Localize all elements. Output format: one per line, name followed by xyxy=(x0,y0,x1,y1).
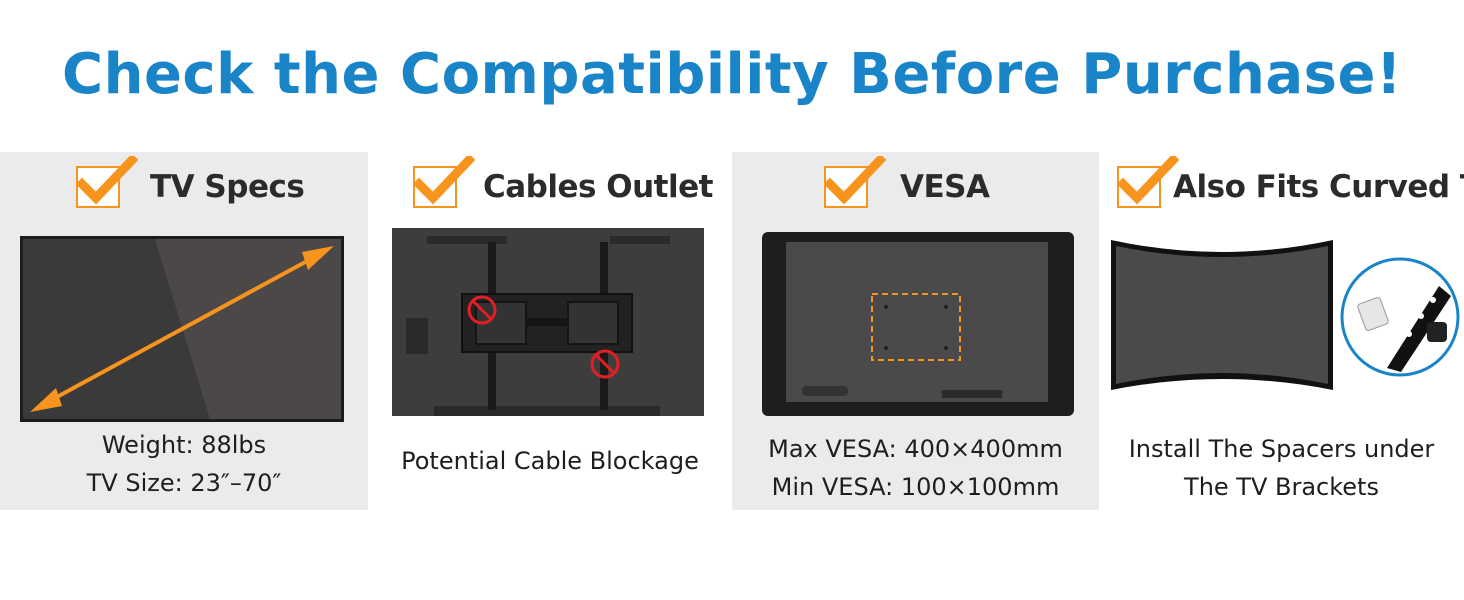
spacer-instruction-line1: Install The Spacers under xyxy=(1128,435,1435,463)
tv-weight-text: Weight: 88lbs xyxy=(101,431,267,459)
tv-size-text: TV Size: 23″–70″ xyxy=(86,469,282,497)
checkmark-icon xyxy=(1117,156,1179,208)
cables-outlet-panel: Cables Outlet Potential Cable Blockage xyxy=(368,152,732,510)
curved-tv-panel: Also Fits Curved TV Install The Spacers … xyxy=(1099,152,1464,510)
checkmark-icon xyxy=(413,156,475,208)
checkmark-icon xyxy=(824,156,886,208)
curved-tv-illustration xyxy=(1111,240,1333,390)
panel-title: Also Fits Curved TV xyxy=(1173,169,1464,205)
tv-vesa-pattern-illustration xyxy=(762,232,1074,416)
panel-title: Cables Outlet xyxy=(483,169,713,205)
tv-diagonal-illustration xyxy=(20,236,344,422)
tv-specs-panel: TV Specs Weight: 88lbs TV Size: 23″–70″ xyxy=(0,152,368,510)
spacer-instruction-line2: The TV Brackets xyxy=(1184,473,1379,501)
max-vesa-text: Max VESA: 400×400mm xyxy=(768,435,1063,463)
page-headline: Check the Compatibility Before Purchase! xyxy=(61,42,1403,107)
min-vesa-text: Min VESA: 100×100mm xyxy=(771,473,1060,501)
vesa-panel: VESA Max VESA: 400×400mm Min VESA: 100×1… xyxy=(732,152,1099,510)
cable-blockage-text: Potential Cable Blockage xyxy=(401,447,699,475)
checkmark-icon xyxy=(76,156,138,208)
spacer-closeup-icon xyxy=(1340,257,1460,377)
panel-title: VESA xyxy=(900,169,990,205)
panel-title: TV Specs xyxy=(150,169,305,205)
tv-back-mount-illustration xyxy=(392,228,704,416)
